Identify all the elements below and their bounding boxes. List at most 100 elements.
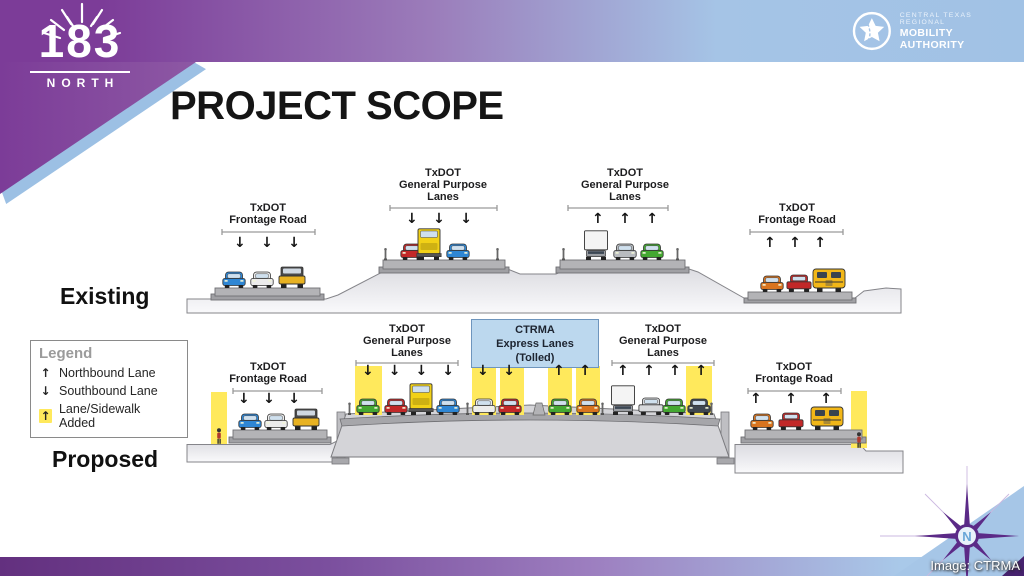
legend-title: Legend [39, 345, 93, 362]
up-arrow-icon: ↑ [579, 363, 591, 379]
vehicle-car [750, 413, 774, 431]
up-arrow-icon: ↑ [820, 391, 832, 407]
vehicle-car [238, 413, 262, 431]
starburst-icon [42, 2, 122, 40]
down-arrow-icon: ↓ [238, 391, 250, 407]
ctrma-line2: MOBILITY AUTHORITY [899, 26, 965, 51]
vehicle-car [384, 398, 408, 416]
down-arrow-icon: ↓ [40, 384, 51, 398]
vehicle-truck [292, 408, 320, 431]
vehicle-truck [786, 274, 812, 293]
up-arrow-icon: ↑ [789, 235, 801, 251]
up-arrow-highlight-icon: ↑ [39, 409, 52, 423]
up-arrow-icon: ↑ [814, 235, 826, 251]
down-arrow-icon: ↓ [388, 363, 401, 379]
up-arrow-icon: ↑ [592, 211, 604, 227]
existing-cross-section [186, 205, 902, 314]
logo-183-rule [30, 71, 130, 73]
page-title: PROJECT SCOPE [170, 84, 504, 128]
proposed-label-brackets [232, 360, 842, 394]
proposed-ground-left [186, 440, 338, 463]
down-arrow-icon: ↓ [477, 363, 489, 379]
legend-item-label: Southbound Lane [59, 384, 158, 398]
added-sidewalk-left [211, 392, 227, 444]
vehicle-truck [584, 230, 608, 261]
up-arrow-icon: ↑ [40, 366, 51, 380]
vehicle-truck [778, 412, 804, 431]
arrows-existing-frontage-left: ↓ ↓ ↓ [234, 236, 300, 250]
label-proposed-gp-left: TxDOT General Purpose Lanes [362, 323, 452, 359]
ctrma-star-icon [852, 11, 891, 51]
existing-road-slabs [210, 259, 857, 304]
arrows-proposed-gp-right: ↑ ↑ ↑ ↑ [617, 364, 707, 378]
down-arrow-icon: ↓ [288, 235, 300, 251]
vehicle-bus [812, 268, 846, 293]
down-arrow-icon: ↓ [406, 211, 418, 227]
legend: Legend ↑ Northbound Lane ↓ Southbound La… [30, 340, 188, 438]
down-arrow-icon: ↓ [288, 391, 300, 407]
vehicle-truck [611, 385, 635, 416]
up-arrow-icon: ↑ [553, 363, 565, 379]
up-arrow-icon: ↑ [695, 363, 707, 379]
vehicle-car [264, 413, 288, 431]
up-arrow-icon: ↑ [785, 391, 797, 407]
up-arrow-icon: ↑ [643, 363, 655, 379]
footer-corner [1002, 556, 1024, 576]
down-arrow-icon: ↓ [442, 363, 454, 379]
label-proposed-frontage-left: TxDOT Frontage Road [229, 361, 307, 385]
vehicle-car [613, 243, 637, 261]
down-arrow-icon: ↓ [460, 211, 472, 227]
arrows-existing-gp-left: ↓ ↓ ↓ [406, 212, 472, 226]
legend-item-northbound: ↑ Northbound Lane [39, 366, 179, 380]
proposed-cross-section [186, 360, 904, 474]
arrows-proposed-gp-left: ↓ ↓ ↓ ↓ [362, 364, 454, 378]
ctrma-line1: CENTRAL TEXAS REGIONAL [899, 11, 973, 26]
compass-north-letter: N [962, 529, 971, 544]
arrows-express-northbound: ↑ ↑ [553, 364, 591, 378]
label-proposed-gp-right: TxDOT General Purpose Lanes [618, 323, 708, 359]
down-arrow-icon: ↓ [415, 363, 428, 379]
label-existing-frontage-left: TxDOT Frontage Road [229, 202, 307, 226]
proposed-deck [330, 404, 735, 465]
existing-section-label: Existing [60, 283, 150, 309]
logo-183-north: 183 NORTH [10, 2, 150, 112]
vehicle-car [446, 243, 470, 261]
legend-item-lane-added: ↑ Lane/Sidewalk Added [39, 402, 179, 430]
express-lanes-box: CTRMA Express Lanes (Tolled) [471, 319, 599, 368]
vehicle-car [548, 398, 572, 416]
arrows-existing-gp-right: ↑ ↑ ↑ [592, 212, 658, 226]
down-arrow-icon: ↓ [234, 235, 246, 251]
vehicle-truck [408, 383, 434, 416]
label-existing-gp-right: TxDOT General Purpose Lanes [580, 167, 670, 203]
vehicle-bus [810, 406, 844, 431]
vehicle-car [576, 398, 600, 416]
down-arrow-icon: ↓ [261, 235, 273, 251]
vehicle-car [662, 398, 686, 416]
vehicle-car [436, 398, 460, 416]
up-arrow-icon: ↑ [619, 211, 631, 227]
up-arrow-icon: ↑ [646, 211, 658, 227]
label-existing-frontage-right: TxDOT Frontage Road [758, 202, 836, 226]
logo-183-number: 183 [38, 15, 122, 67]
logo-183-region: NORTH [46, 76, 120, 90]
vehicle-car [687, 398, 711, 416]
arrows-express-southbound: ↓ ↓ [477, 364, 515, 378]
down-arrow-icon: ↓ [503, 363, 515, 379]
proposed-road-slabs [228, 429, 867, 444]
up-arrow-icon: ↑ [750, 391, 762, 407]
proposed-section-label: Proposed [52, 446, 159, 472]
footer-strip [0, 557, 1024, 576]
arrows-proposed-frontage-right: ↑ ↑ ↑ [750, 392, 832, 406]
compass-rose-icon: N [880, 466, 1024, 576]
vehicle-car [640, 243, 664, 261]
vehicle-car [250, 271, 274, 289]
legend-item-southbound: ↓ Southbound Lane [39, 384, 179, 398]
arrows-existing-frontage-right: ↑ ↑ ↑ [764, 236, 826, 250]
vehicle-car [356, 398, 380, 416]
vehicle-car [472, 398, 496, 416]
vehicle-truck [416, 228, 442, 261]
down-arrow-icon: ↓ [433, 211, 445, 227]
up-arrow-icon: ↑ [617, 363, 629, 379]
